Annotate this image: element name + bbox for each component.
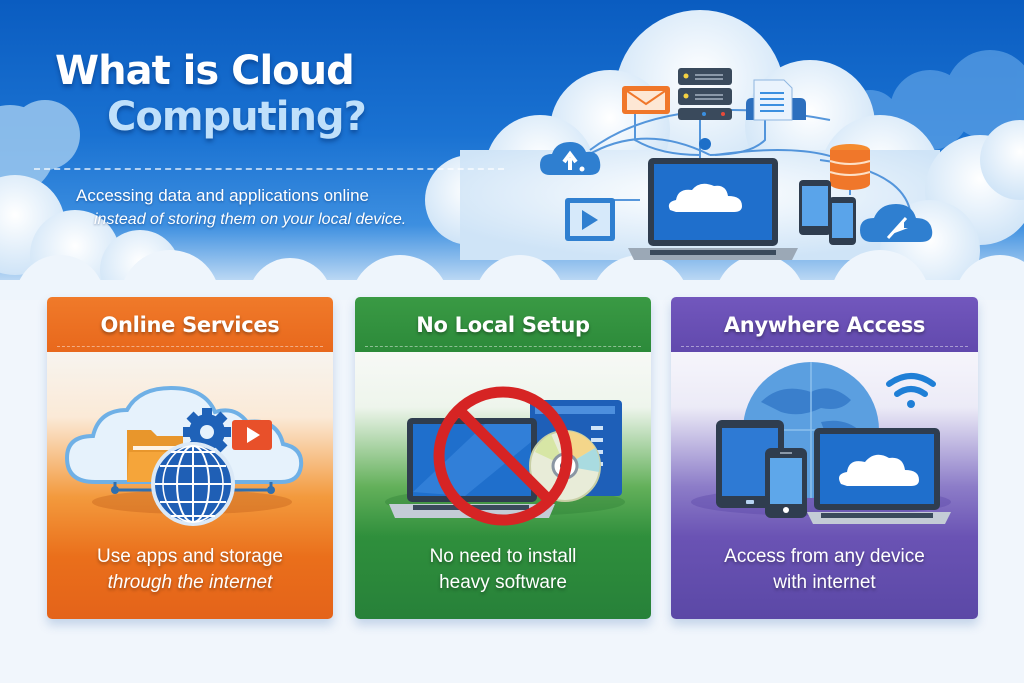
subtitle-line-1: Accessing data and applications online	[76, 186, 369, 205]
laptop-cloud-icon	[807, 428, 951, 524]
prohibited-icon	[433, 386, 573, 526]
title-line-2: Computing?	[107, 94, 367, 140]
card-body: Use apps and storage through the interne…	[47, 352, 333, 619]
video-play-icon	[232, 420, 272, 450]
document-icon	[746, 79, 806, 121]
laptop-with-cloud-icon	[628, 158, 798, 260]
database-icon	[829, 144, 871, 190]
smartphone-icon	[765, 448, 807, 518]
card-anywhere-access: Anywhere Access	[671, 297, 978, 619]
card-header: Online Services	[47, 297, 333, 352]
smartphone-icon	[799, 180, 856, 245]
desc-line-1: No need to install	[429, 546, 577, 567]
card-body: Access from any device with internet	[671, 352, 978, 619]
cursor-cloud-icon	[860, 204, 933, 242]
hero-banner: What is Cloud Computing? Accessing data …	[0, 0, 1024, 300]
card-description: No need to install heavy software	[355, 544, 651, 596]
server-rack-icon	[678, 68, 732, 120]
title-line-1a: What is	[55, 48, 232, 94]
title-divider	[34, 168, 504, 170]
globe-icon	[151, 442, 235, 526]
email-icon	[622, 86, 670, 114]
card-title: Online Services	[100, 312, 280, 337]
desc-line-2: through the internet	[107, 572, 273, 593]
card-header: No Local Setup	[355, 297, 651, 352]
title-line-1b: Cloud	[231, 48, 355, 94]
video-play-icon	[565, 198, 615, 241]
upload-cloud-icon	[540, 142, 601, 175]
anywhere-access-illustration	[691, 362, 951, 524]
card-description: Access from any device with internet	[671, 544, 978, 596]
wifi-icon	[886, 373, 936, 397]
card-title: No Local Setup	[416, 312, 590, 337]
page-title: What is Cloud Computing?	[55, 48, 495, 140]
desc-line-2: heavy software	[439, 572, 567, 593]
card-online-services: Online Services	[47, 297, 333, 619]
desc-line-2: with internet	[773, 572, 876, 593]
card-header: Anywhere Access	[671, 297, 978, 352]
cloud-network-illustration	[540, 68, 933, 260]
card-title: Anywhere Access	[723, 312, 926, 337]
desc-line-1: Access from any device	[724, 546, 925, 567]
card-no-local-setup: No Local Setup	[355, 297, 651, 619]
no-local-setup-illustration	[385, 386, 625, 526]
online-services-illustration	[64, 385, 304, 526]
card-description: Use apps and storage through the interne…	[47, 544, 333, 596]
desc-line-1: Use apps and storage	[97, 546, 283, 567]
subtitle-line-2: instead of storing them on your local de…	[94, 211, 407, 228]
card-body: No need to install heavy software	[355, 352, 651, 619]
